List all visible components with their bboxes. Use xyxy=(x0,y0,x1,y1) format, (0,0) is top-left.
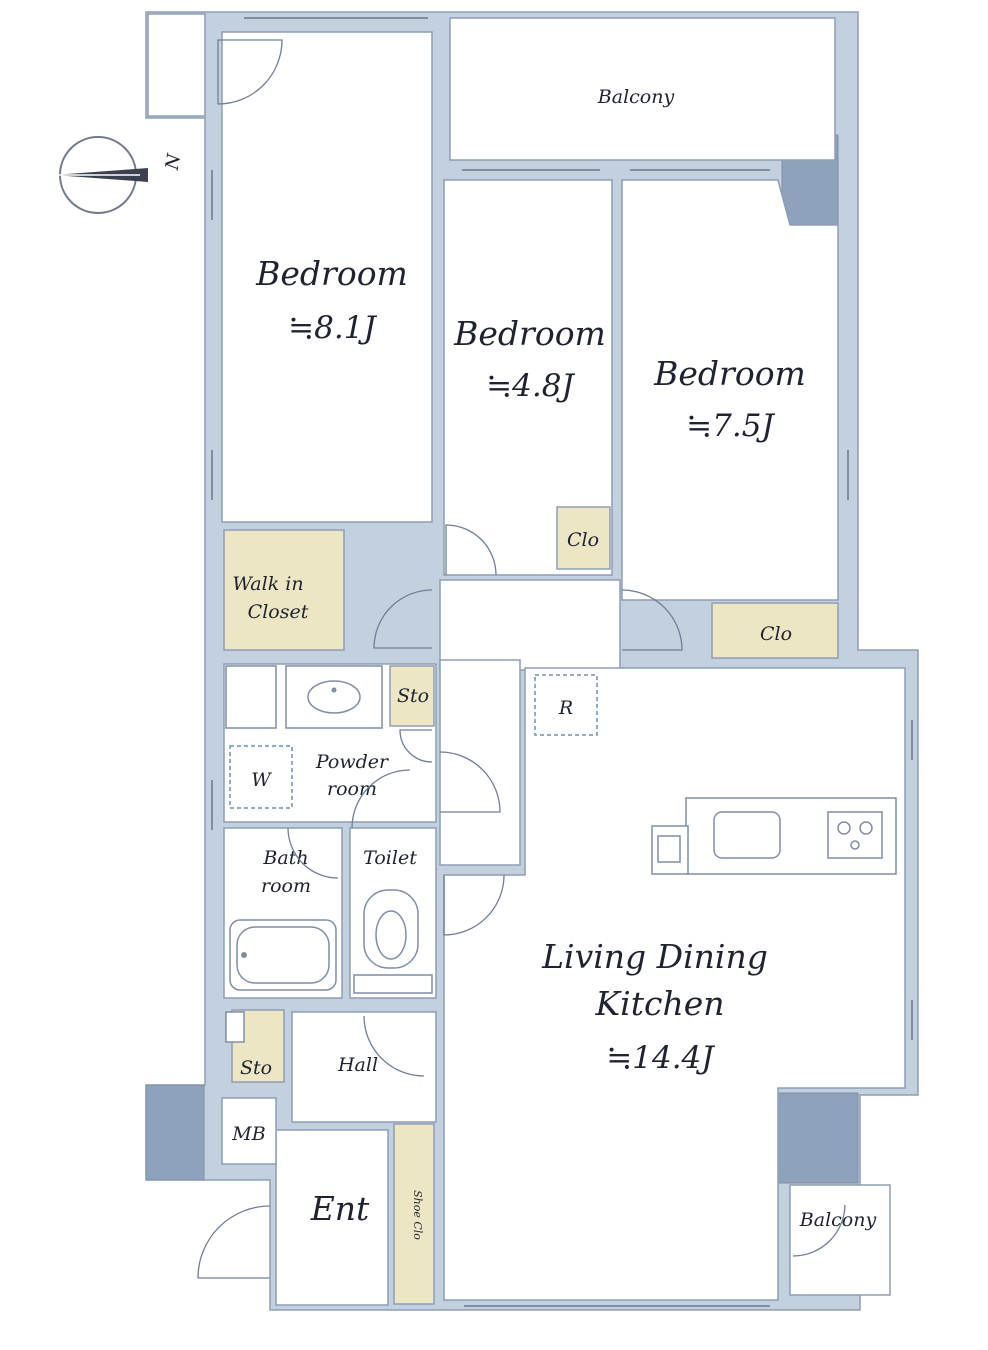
bedroom-2-area: ≒4.8J xyxy=(486,368,575,404)
balcony-top-label: Balcony xyxy=(597,86,675,108)
closet-2-label: Clo xyxy=(760,623,792,645)
meter-box xyxy=(221,1097,277,1165)
burner-icon xyxy=(850,840,860,850)
walk-in-closet-label-1: Walk in xyxy=(232,573,303,595)
bath-room-label-1: Bath xyxy=(262,847,308,869)
bathtub-inner xyxy=(236,926,330,984)
stove-icon xyxy=(827,811,883,859)
shoe-closet-label: Shoe Clo xyxy=(411,1190,424,1240)
ldk-label-2: Kitchen xyxy=(595,984,725,1023)
meter-box-label: MB xyxy=(231,1123,265,1145)
shoe-closet xyxy=(393,1123,435,1305)
storage-1 xyxy=(389,665,435,727)
storage-2-shelf xyxy=(225,1011,245,1043)
shelf xyxy=(225,665,277,729)
entrance-label: Ent xyxy=(310,1189,370,1228)
washer-space xyxy=(229,745,293,809)
bedroom-3-label: Bedroom xyxy=(653,354,806,393)
hall xyxy=(291,1011,437,1123)
toilet-label: Toilet xyxy=(363,847,417,869)
bedroom-1 xyxy=(221,31,433,523)
bath-room-label-2: room xyxy=(261,875,311,897)
washer-space-label: W xyxy=(251,769,272,791)
bedroom-3 xyxy=(621,179,839,601)
kitchen-sink-icon xyxy=(713,811,781,859)
burner-icon xyxy=(837,821,851,835)
dishwasher-icon xyxy=(657,835,681,863)
powder-room-label-2: room xyxy=(327,778,377,800)
storage-1-label: Sto xyxy=(397,685,429,707)
storage-2-label: Sto xyxy=(240,1057,272,1079)
faucet-icon xyxy=(331,687,337,693)
closet-1 xyxy=(556,506,611,570)
walk-in-closet-label-2: Closet xyxy=(248,601,309,623)
bedroom-1-label: Bedroom xyxy=(255,254,408,293)
drain-icon xyxy=(241,952,247,958)
bedroom-1-area: ≒8.1J xyxy=(288,310,377,346)
sink-icon xyxy=(307,680,361,714)
storage-2 xyxy=(231,1009,285,1083)
bedroom-3-area: ≒7.5J xyxy=(686,408,775,444)
refrigerator-space xyxy=(534,674,598,736)
powder-room-label-1: Powder xyxy=(315,751,390,773)
closet-2 xyxy=(711,602,839,659)
toilet-tank xyxy=(353,974,433,994)
hall-label: Hall xyxy=(337,1054,378,1076)
compass: N xyxy=(54,136,186,214)
corridor-lower xyxy=(439,659,521,866)
balcony-bottom xyxy=(789,1184,891,1296)
ldk-area: ≒14.4J xyxy=(606,1040,715,1076)
ldk-label-1: Living Dining xyxy=(541,937,768,976)
refrigerator-space-label: R xyxy=(558,697,573,719)
walk-in-closet xyxy=(223,529,345,651)
closet-1-label: Clo xyxy=(567,529,599,551)
bedroom-2-label: Bedroom xyxy=(453,314,606,353)
corridor xyxy=(439,579,621,671)
burner-icon xyxy=(859,821,873,835)
balcony-bottom-label: Balcony xyxy=(799,1209,877,1231)
balcony-top xyxy=(449,17,836,161)
windows xyxy=(211,17,913,1307)
compass-label: N xyxy=(162,151,186,172)
entrance xyxy=(275,1129,389,1306)
toilet-bowl xyxy=(375,910,407,960)
doors xyxy=(197,39,846,1279)
